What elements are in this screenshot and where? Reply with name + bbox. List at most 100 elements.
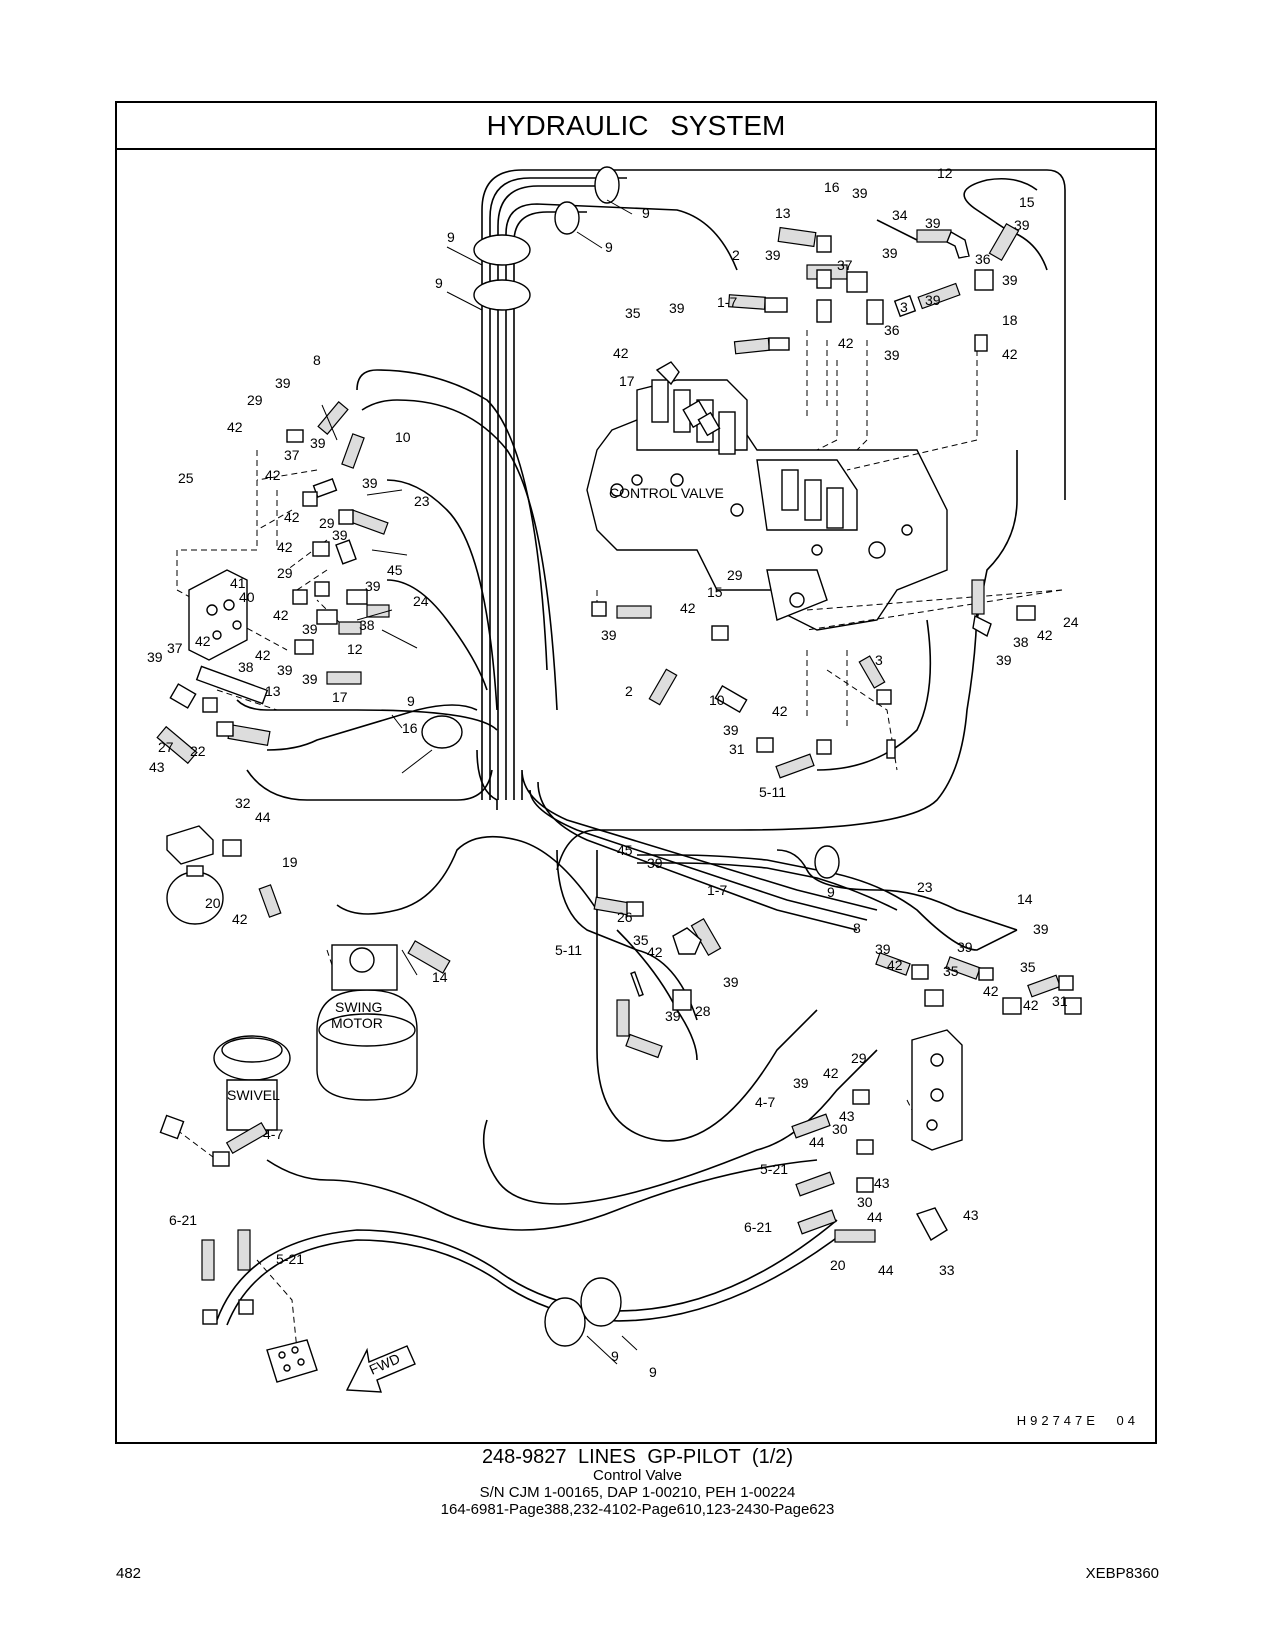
callout: 10 (395, 429, 411, 445)
clamp-9h (580, 1277, 622, 1327)
callout: 37 (284, 447, 300, 463)
callout: 9 (605, 239, 613, 255)
callout: 39 (884, 347, 900, 363)
callout: 42 (823, 1065, 839, 1081)
callout: 31 (1052, 993, 1068, 1009)
clamp-9g (544, 1297, 586, 1347)
callout: 4-7 (755, 1094, 775, 1110)
callout: 3 (875, 652, 883, 668)
callout: 16 (824, 179, 840, 195)
callout: 36 (884, 322, 900, 338)
callout: 39 (302, 671, 318, 687)
callout: 42 (983, 983, 999, 999)
callout: 35 (633, 932, 649, 948)
figure-caption: 248-9827 LINES GP-PILOT (1/2) Control Va… (0, 1446, 1275, 1518)
callout: 19 (282, 854, 298, 870)
callout: 43 (149, 759, 165, 775)
callout: 40 (239, 589, 255, 605)
callout: 13 (775, 205, 791, 221)
callout: 24 (413, 593, 429, 609)
callout: 5-11 (759, 784, 786, 800)
callout: 39 (723, 722, 739, 738)
control-valve-label: CONTROL VALVE (609, 485, 724, 501)
callout: 43 (839, 1108, 855, 1124)
callout: 38 (359, 617, 375, 633)
callout: 9 (447, 229, 455, 245)
callout: 44 (867, 1209, 883, 1225)
swing-motor-label-1: SWING (335, 999, 382, 1015)
callout: 39 (669, 300, 685, 316)
caption-subtitle: Control Valve (593, 1467, 682, 1484)
callout: 5-21 (276, 1251, 304, 1267)
callout: 29 (851, 1050, 867, 1066)
callout: 33 (939, 1262, 955, 1278)
page-title: HYDRAULIC SYSTEM (117, 103, 1155, 150)
document-id: XEBP8360 (1085, 1565, 1159, 1582)
callout: 27 (158, 739, 174, 755)
callout: 39 (302, 621, 318, 637)
callout: 1-7 (707, 882, 727, 898)
swing-motor-label-2: MOTOR (331, 1015, 383, 1031)
callout: 9 (827, 884, 835, 900)
callout: 13 (265, 683, 281, 699)
callout: 2 (732, 247, 740, 263)
callout: 39 (362, 475, 378, 491)
callout: 9 (611, 1348, 619, 1364)
callout: 17 (619, 373, 635, 389)
callout: 39 (147, 649, 163, 665)
callout: 39 (1014, 217, 1030, 233)
clamp-9f (814, 845, 840, 879)
callout: 42 (1037, 627, 1053, 643)
callout: 42 (227, 419, 243, 435)
callout-labels: 12 16 39 15 9 13 34 39 39 9 9 2 39 37 39… (147, 165, 1079, 1380)
callout: 23 (917, 879, 933, 895)
callout: 42 (273, 607, 289, 623)
callout: 28 (695, 1003, 711, 1019)
callout: 34 (892, 207, 908, 223)
callout: 25 (178, 470, 194, 486)
callout: 29 (319, 515, 335, 531)
callout: 35 (1020, 959, 1036, 975)
callout: 12 (347, 641, 363, 657)
hose-left-group (236, 369, 558, 801)
swivel-label: SWIVEL (227, 1087, 280, 1103)
callout: 42 (255, 647, 271, 663)
callout: 39 (882, 245, 898, 261)
hose-lower-group (216, 835, 1018, 1326)
callout: 41 (230, 575, 246, 591)
callout: 39 (332, 527, 348, 543)
callout: 39 (723, 974, 739, 990)
callout: 39 (957, 939, 973, 955)
callout: 39 (365, 578, 381, 594)
page-number: 482 (116, 1565, 142, 1582)
callout-leaders (321, 199, 638, 1365)
caption-serials: S/N CJM 1-00165, DAP 1-00210, PEH 1-0022… (479, 1484, 796, 1501)
callout: 35 (625, 305, 641, 321)
callout: 44 (255, 809, 271, 825)
callout: 5-11 (555, 942, 582, 958)
callout: 45 (617, 842, 633, 858)
clamp-9a (473, 234, 531, 266)
hose-clamps (421, 166, 840, 1347)
caption-title: 248-9827 LINES GP-PILOT (1/2) (481, 1446, 794, 1468)
clamp-9d (554, 201, 580, 235)
callout: 30 (832, 1121, 848, 1137)
callout: 39 (310, 435, 326, 451)
callout: 17 (332, 689, 348, 705)
callout: 4-7 (263, 1126, 283, 1142)
clamp-9b (473, 279, 531, 311)
callout: 29 (247, 392, 263, 408)
callout: 39 (647, 855, 663, 871)
callout: 31 (729, 741, 745, 757)
callout: 23 (414, 493, 430, 509)
hydraulic-diagram: CONTROL VALVE (147, 165, 1082, 1393)
callout: 42 (265, 467, 281, 483)
callout: 39 (793, 1075, 809, 1091)
callout: 42 (1023, 997, 1039, 1013)
callout: 45 (387, 562, 403, 578)
callout: 8 (313, 352, 321, 368)
callout: 42 (838, 335, 854, 351)
callout: 39 (1002, 272, 1018, 288)
callout: 3 (900, 299, 908, 315)
callout: 24 (1063, 614, 1079, 630)
